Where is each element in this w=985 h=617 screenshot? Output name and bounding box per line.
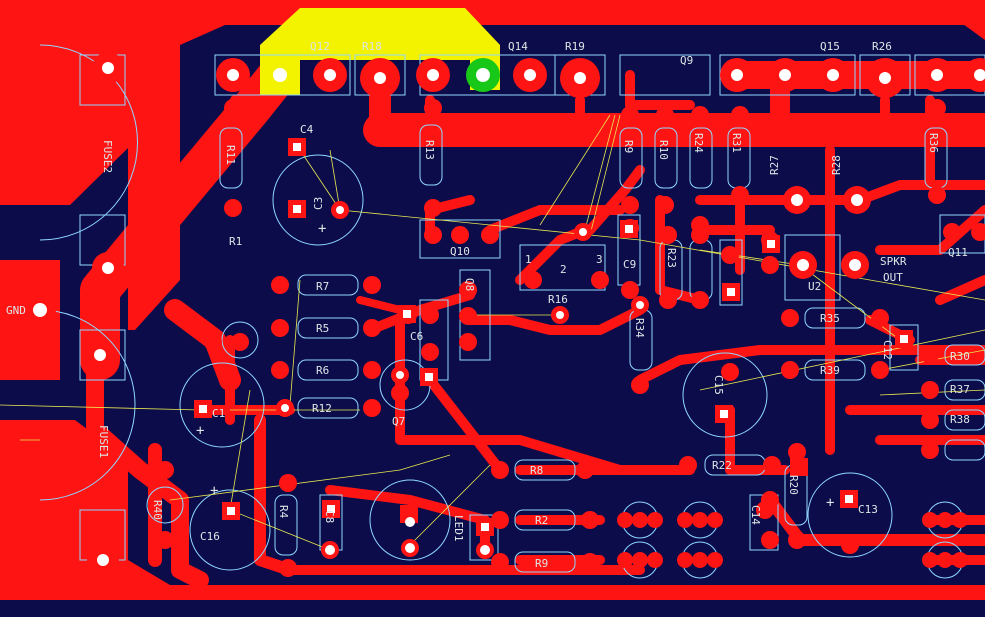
- label-q7: Q7: [392, 415, 405, 428]
- label-r24: R24: [692, 133, 705, 153]
- label-r5: R5: [316, 322, 329, 335]
- label-q9: Q9: [680, 54, 693, 67]
- silkscreen-labels: R18 Q12 Q14 R19 Q9 Q15 R26 C4 R1 C1 R7 R…: [6, 40, 970, 570]
- label-fuse1: FUSE1: [97, 425, 110, 458]
- label-c3-plus: +: [318, 221, 326, 237]
- label-r16-pin3: 3: [596, 253, 603, 266]
- label-q10: Q10: [450, 245, 470, 258]
- selected-net-highlight[interactable]: [260, 8, 500, 95]
- label-c8: C8: [323, 510, 336, 523]
- pour-right-wedge: [930, 0, 985, 40]
- label-r38: R38: [950, 413, 970, 426]
- label-c13: C13: [858, 503, 878, 516]
- label-c13-plus: +: [826, 495, 834, 511]
- label-spkr: SPKR: [880, 255, 907, 268]
- label-r11: R11: [224, 145, 237, 165]
- label-c14: C14: [749, 505, 762, 525]
- label-r20: R20: [787, 475, 800, 495]
- label-r12: R12: [312, 402, 332, 415]
- label-r9-top: R9: [622, 140, 635, 153]
- label-c1-plus: +: [196, 423, 204, 439]
- label-r4: R4: [277, 505, 290, 519]
- label-u2: U2: [808, 280, 821, 293]
- label-q8: Q8: [463, 278, 476, 291]
- label-c9: C9: [623, 258, 636, 271]
- label-r36: R36: [927, 133, 940, 153]
- label-r7: R7: [316, 280, 329, 293]
- label-q14: Q14: [508, 40, 528, 53]
- label-r31: R31: [730, 133, 743, 153]
- label-r26: R26: [872, 40, 892, 53]
- label-gnd: GND: [6, 304, 26, 317]
- label-c4: C4: [300, 123, 314, 136]
- label-c12: C12: [881, 340, 894, 360]
- pads[interactable]: [24, 52, 985, 577]
- label-r37: R37: [950, 383, 970, 396]
- label-fuse2: FUSE2: [101, 140, 114, 173]
- label-c3: C3: [312, 197, 325, 210]
- label-r35: R35: [820, 312, 840, 325]
- label-r34: R34: [633, 318, 646, 338]
- label-c1: C1: [212, 407, 225, 420]
- label-r18: R18: [362, 40, 382, 53]
- label-r30: R30: [950, 350, 970, 363]
- label-r39: R39: [820, 364, 840, 377]
- label-c16-plus: +: [210, 483, 218, 499]
- label-q11: Q11: [948, 246, 968, 259]
- label-r23: R23: [665, 248, 678, 268]
- label-r8: R8: [530, 464, 543, 477]
- label-r10: R10: [657, 140, 670, 160]
- label-c6: C6: [410, 330, 423, 343]
- pour-bottom-frame: [128, 560, 985, 600]
- label-r22: R22: [712, 459, 732, 472]
- label-r40: R40: [151, 500, 164, 520]
- label-r1: R1: [229, 235, 242, 248]
- label-r28: R28: [830, 155, 843, 175]
- label-c16: C16: [200, 530, 220, 543]
- label-q12: Q12: [310, 40, 330, 53]
- label-r16-pin2: 2: [560, 263, 567, 276]
- label-r2: R2: [535, 514, 548, 527]
- pour-left-top: [0, 0, 128, 205]
- label-r6: R6: [316, 364, 329, 377]
- label-r16: R16: [548, 293, 568, 306]
- label-out: OUT: [883, 271, 903, 284]
- label-r27: R27: [768, 155, 781, 175]
- label-r9: R9: [535, 557, 548, 570]
- label-q15: Q15: [820, 40, 840, 53]
- label-r16-pin1: 1: [525, 253, 532, 266]
- label-r13: R13: [423, 140, 436, 160]
- label-c15: C15: [712, 375, 725, 395]
- label-led1: LED1: [452, 515, 465, 542]
- label-r19: R19: [565, 40, 585, 53]
